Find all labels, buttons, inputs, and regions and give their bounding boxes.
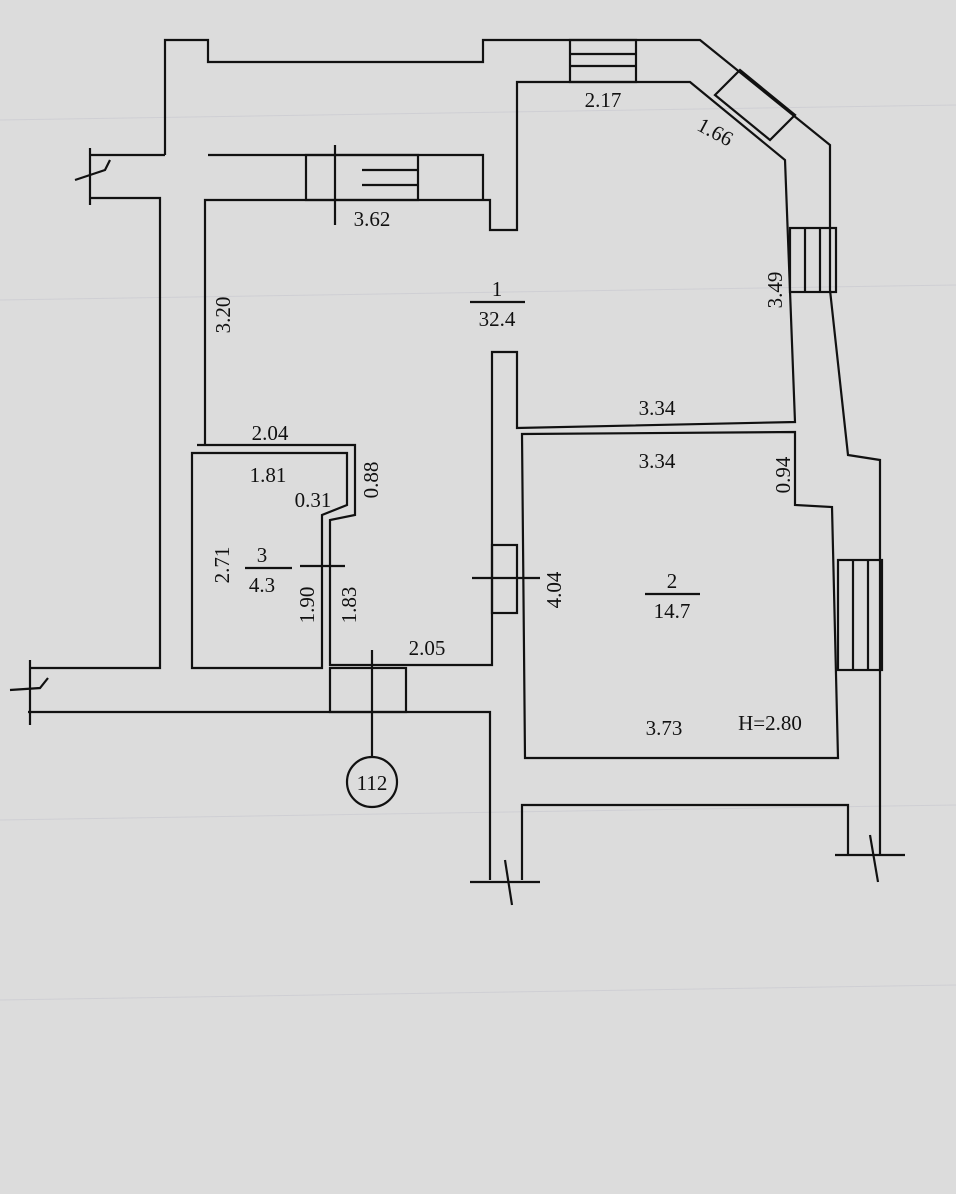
axis-label: 112	[357, 771, 388, 795]
dim-label: 3.73	[646, 716, 683, 740]
dim-label: 3.62	[354, 207, 391, 231]
room-2-number: 2	[667, 569, 678, 593]
dim-label: 3.34	[639, 396, 676, 420]
walls	[28, 38, 884, 880]
dim-label: 3.34	[639, 449, 676, 473]
dim-label: 1.83	[337, 587, 361, 624]
break-marks	[9, 148, 905, 906]
dim-label: 2.17	[585, 88, 622, 112]
room-labels: 1 32.4 2 14.7 3 4.3	[245, 277, 700, 623]
room-1-area: 32.4	[479, 307, 516, 331]
room-3-number: 3	[257, 543, 268, 567]
dimension-labels: 2.17 1.66 3.62 3.20 3.49 3.34 3.34 2.04 …	[210, 88, 802, 740]
dim-label: 0.88	[359, 462, 383, 499]
dim-label: 4.04	[542, 571, 566, 608]
room-1-number: 1	[492, 277, 503, 301]
dim-label: 0.31	[295, 488, 332, 512]
dim-label: 1.81	[250, 463, 287, 487]
dim-label: 1.90	[295, 587, 319, 624]
room-3-area: 4.3	[249, 573, 275, 597]
room-2-area: 14.7	[654, 599, 691, 623]
dim-label: 3.49	[763, 272, 787, 309]
ceiling-height: H=2.80	[738, 711, 802, 735]
dim-label: 2.71	[210, 547, 234, 584]
dim-label: 3.20	[211, 297, 235, 334]
dim-label: 2.05	[409, 636, 446, 660]
dim-label: 0.94	[771, 456, 795, 493]
axis-marker: 112	[345, 650, 399, 809]
dim-label: 2.04	[252, 421, 289, 445]
